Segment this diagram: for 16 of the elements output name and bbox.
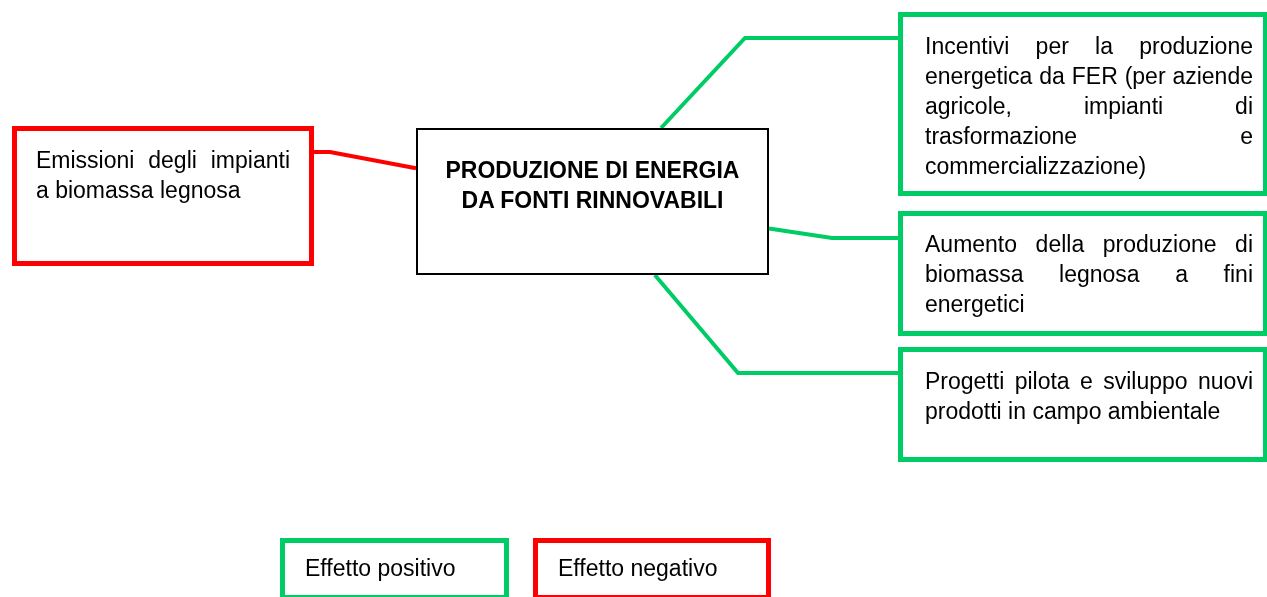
effect-box xyxy=(898,12,1267,196)
effect-text: Progetti pilota e sviluppo nuovi prodotti in campo ambientale xyxy=(925,367,1253,426)
effect-box xyxy=(898,347,1267,462)
connector-line xyxy=(653,273,898,375)
connector-line xyxy=(659,36,898,130)
connector-line xyxy=(768,226,898,240)
topic-title: PRODUZIONE DI ENERGIA DA FONTI RINNOVABILI xyxy=(444,156,741,215)
effect-text: Emissioni degli impianti a biomassa legnosa xyxy=(36,146,290,205)
effect-box xyxy=(12,126,314,266)
effect-box xyxy=(898,211,1267,336)
connector-line xyxy=(314,150,417,171)
legend-entry: Effetto negativo xyxy=(533,538,771,597)
topic-box xyxy=(416,128,769,275)
effect-text: Incentivi per la produzione energetica da FER (per aziende agricole, impianti di trasformazione e commercializzazione) xyxy=(925,32,1253,181)
effect-text: Aumento della produzione di biomassa legnosa a fini energetici xyxy=(925,230,1253,319)
legend-entry: Effetto positivo xyxy=(280,538,509,597)
